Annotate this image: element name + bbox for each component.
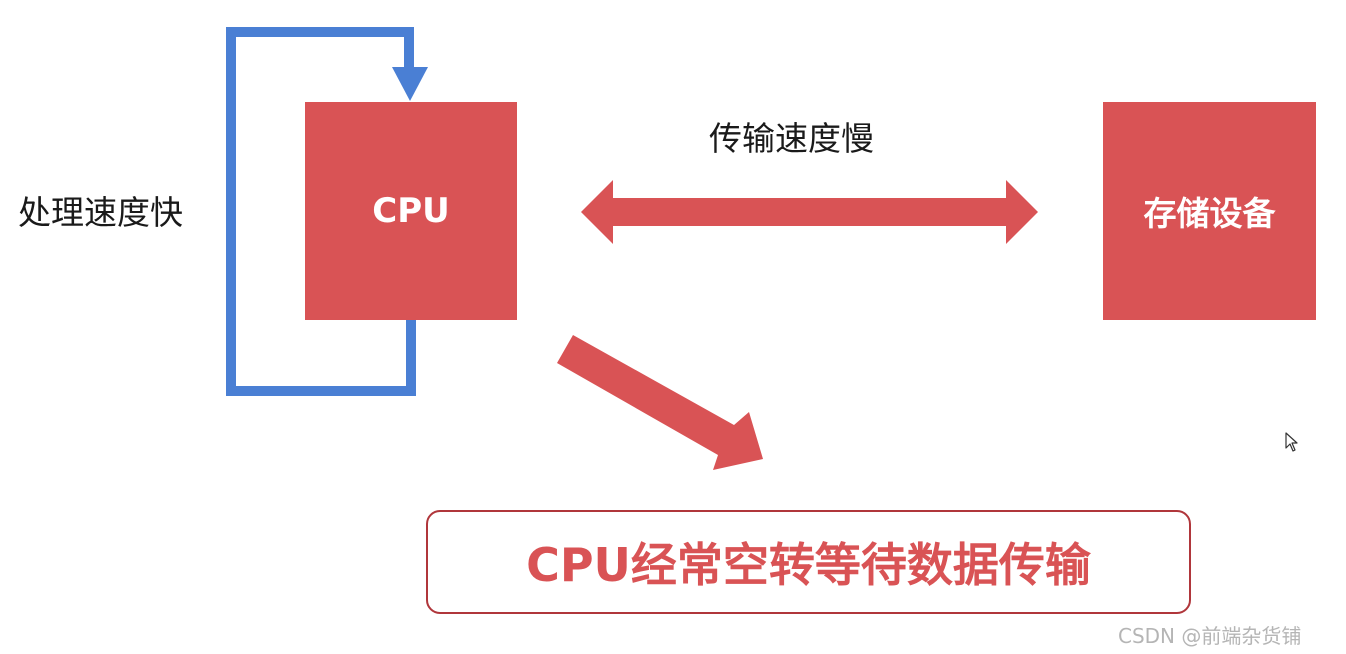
cpu-label: CPU: [372, 191, 450, 231]
conclusion-text: CPU经常空转等待数据传输: [526, 538, 1091, 592]
mouse-cursor-icon: [1285, 432, 1298, 452]
storage-device-box: 存储设备: [1103, 102, 1316, 320]
double-arrow-icon: [581, 180, 1038, 244]
storage-device-label: 存储设备: [1143, 194, 1276, 233]
loop-arrowhead: [392, 67, 428, 101]
watermark: CSDN @前端杂货铺: [1118, 624, 1302, 648]
result-arrow-icon: [557, 335, 763, 470]
cpu-box: CPU: [305, 102, 517, 320]
conclusion-box: CPU经常空转等待数据传输: [426, 510, 1191, 614]
loop-arrow-icon: [226, 27, 416, 396]
transfer-speed-label: 传输速度慢: [709, 119, 874, 158]
processing-speed-label: 处理速度快: [18, 193, 183, 232]
